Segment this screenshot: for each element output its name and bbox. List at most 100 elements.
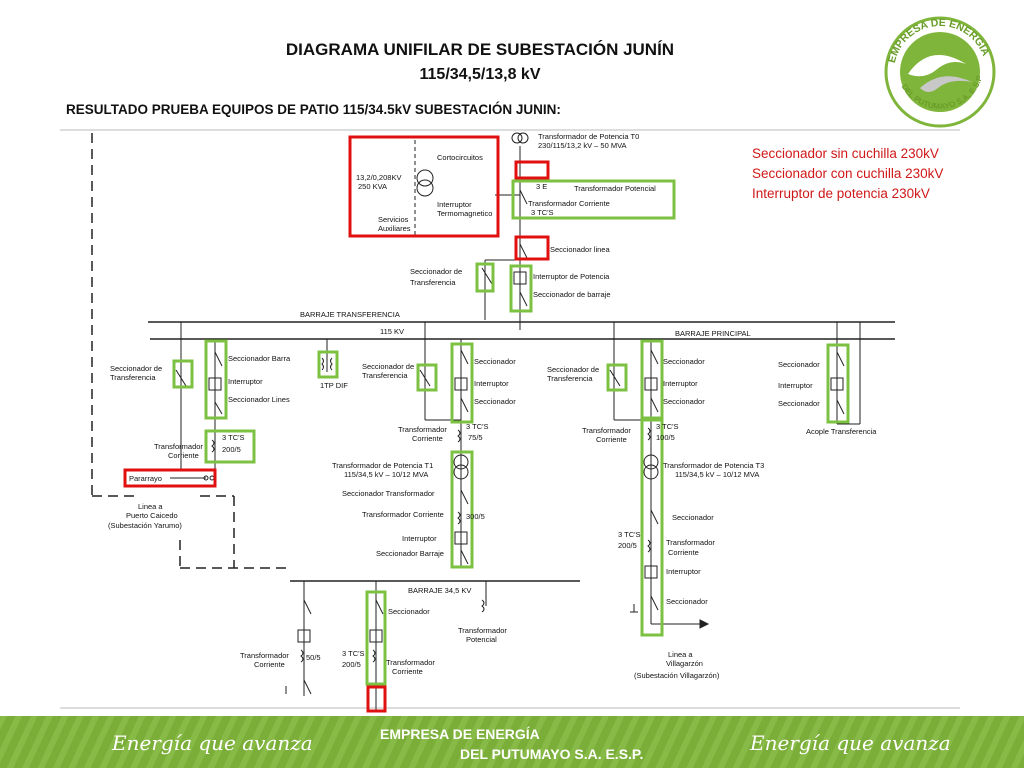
diagram-label: Seccionador xyxy=(663,357,705,366)
diagram-label: Seccionador xyxy=(778,360,820,369)
diagram-label: Corriente xyxy=(168,451,199,460)
diagram-label: Interruptor de Potencia xyxy=(533,272,610,281)
diagram-label: Interruptor xyxy=(402,534,437,543)
diagram-label: 3 TC'S xyxy=(342,649,365,658)
diagram-label: Seccionador Transformador xyxy=(342,489,435,498)
diagram-label: Servicios xyxy=(378,215,409,224)
diagram-label: Seccionador xyxy=(778,399,820,408)
diagram-label: Seccionador Barraje xyxy=(376,549,444,558)
diagram-label: Transformador Potencial xyxy=(574,184,656,193)
diagram-label: 1TP DIF xyxy=(320,381,348,390)
diagram-label: 230/115/13,2 kV – 50 MVA xyxy=(538,141,627,150)
diagram-label: (Subestación Yarumo) xyxy=(108,521,182,530)
legend-item-seccionador-con-cuchilla: Seccionador con cuchilla 230kV xyxy=(752,166,944,181)
diagram-label: Interruptor xyxy=(437,200,472,209)
diagram-label: Transferencia xyxy=(547,374,593,383)
diagram-label: Transformador xyxy=(582,426,631,435)
footer-company-line1: EMPRESA DE ENERGÍA xyxy=(380,726,540,742)
diagram-label: Transformador Corriente xyxy=(528,199,610,208)
single-line-diagram: Transformador de Potencia T0 230/115/13,… xyxy=(60,129,960,713)
company-logo: EMPRESA DE ENERGÍA DEL PUTUMAYO S.A. E.S… xyxy=(880,12,996,128)
footer-company-line2: DEL PUTUMAYO S.A. E.S.P. xyxy=(460,746,644,762)
diagram-label: Corriente xyxy=(596,435,627,444)
diagram-label: Transformador xyxy=(666,538,715,547)
diagram-label: Corriente xyxy=(392,667,423,676)
diagram-label: Seccionador xyxy=(672,513,714,522)
diagram-label: 300/5 xyxy=(466,512,485,521)
diagram-label: 13,2/0,208KV xyxy=(356,173,401,182)
diagram-label: BARRAJE 34,5 KV xyxy=(408,586,471,595)
diagram-label: Seccionador de barraje xyxy=(533,290,611,299)
diagram-label: Transformador Corriente xyxy=(362,510,444,519)
diagram-label: Seccionador xyxy=(388,607,430,616)
diagram-label: Interruptor xyxy=(666,567,701,576)
diagram-label: Transformador xyxy=(458,626,507,635)
diagram-label: Corriente xyxy=(668,548,699,557)
diagram-label: Corriente xyxy=(254,660,285,669)
diagram-label: Seccionador de xyxy=(110,364,162,373)
diagram-label: 3 TC'S xyxy=(656,422,679,431)
diagram-label: Seccionador xyxy=(666,597,708,606)
diagram-label: 3 TC'S xyxy=(618,530,641,539)
footer-slogan-left: Energía que avanza xyxy=(112,731,313,755)
diagram-label: Corriente xyxy=(412,434,443,443)
diagram-label: Acople Transferencia xyxy=(806,427,877,436)
diagram-label: Puerto Caicedo xyxy=(126,511,178,520)
page-subtitle: 115/34,5/13,8 kV xyxy=(419,66,541,83)
diagram-label: Transferencia xyxy=(362,371,408,380)
diagram-label: BARRAJE PRINCIPAL xyxy=(675,329,751,338)
diagram-label: Transformador xyxy=(154,442,203,451)
diagram-label: Seccionador de xyxy=(547,365,599,374)
diagram-label: Interruptor xyxy=(228,377,263,386)
diagram-label: Transformador xyxy=(386,658,435,667)
section-heading: RESULTADO PRUEBA EQUIPOS DE PATIO 115/34… xyxy=(66,102,561,117)
diagram-label: 3 E xyxy=(536,182,547,191)
diagram-label: 115 KV xyxy=(380,327,404,336)
diagram-label: 75/5 xyxy=(468,433,483,442)
footer-bar xyxy=(0,716,1024,768)
diagram-label: Transferencia xyxy=(410,278,456,287)
diagram-label: Linea a xyxy=(668,650,693,659)
diagram-label: Seccionador de xyxy=(362,362,414,371)
diagram-label: 3 TC'S xyxy=(466,422,489,431)
diagram-label: 3 TC'S xyxy=(222,433,245,442)
diagram-label: Interruptor xyxy=(778,381,813,390)
diagram-label: 3 TC'S xyxy=(531,208,554,217)
diagram-label: Seccionador Barra xyxy=(228,354,291,363)
diagram-label: (Subestación Villagarzón) xyxy=(634,671,720,680)
footer-slogan-right: Energía que avanza xyxy=(750,731,951,755)
diagram-label: Transferencia xyxy=(110,373,156,382)
diagram-label: Transformador xyxy=(398,425,447,434)
diagram-label: Seccionador xyxy=(663,397,705,406)
diagram-label: Transformador de Potencia T1 xyxy=(332,461,433,470)
diagram-label: Seccionador xyxy=(474,397,516,406)
diagram-label: Cortocircuitos xyxy=(437,153,483,162)
diagram-label: 115/34,5 kV – 10/12 MVA xyxy=(675,470,759,479)
diagram-label: Seccionador Lines xyxy=(228,395,290,404)
diagram-label: 200/5 xyxy=(618,541,637,550)
diagram-label: 50/5 xyxy=(306,653,321,662)
diagram-label: 115/34,5 kV – 10/12 MVA xyxy=(344,470,428,479)
diagram-label: Transformador de Potencia T0 xyxy=(538,132,639,141)
legend-item-interruptor-potencia: Interruptor de potencia 230kV xyxy=(752,186,930,201)
diagram-label: Potencial xyxy=(466,635,497,644)
diagram-label: Interruptor xyxy=(663,379,698,388)
diagram-label: 200/5 xyxy=(342,660,361,669)
diagram-label: Villagarzón xyxy=(666,659,703,668)
diagram-label: Seccionador de xyxy=(410,267,462,276)
diagram-label: Seccionador xyxy=(474,357,516,366)
diagram-label: Seccionador linea xyxy=(550,245,610,254)
diagram-label: 100/5 xyxy=(656,433,675,442)
diagram-label: Transformador xyxy=(240,651,289,660)
diagram-label: Termomagnetico xyxy=(437,209,492,218)
diagram-label: Pararrayo xyxy=(129,474,162,483)
page-title: DIAGRAMA UNIFILAR DE SUBESTACIÓN JUNÍN xyxy=(285,40,675,59)
diagram-label: 200/5 xyxy=(222,445,241,454)
diagram-label: 250 KVA xyxy=(358,182,387,191)
legend-item-seccionador-sin-cuchilla: Seccionador sin cuchilla 230kV xyxy=(752,146,939,161)
diagram-label: Linea a xyxy=(138,502,163,511)
diagram-label: Interruptor xyxy=(474,379,509,388)
diagram-label: Transformador de Potencia T3 xyxy=(663,461,764,470)
diagram-label: Auxiliares xyxy=(378,224,411,233)
diagram-label: BARRAJE TRANSFERENCIA xyxy=(300,310,400,319)
